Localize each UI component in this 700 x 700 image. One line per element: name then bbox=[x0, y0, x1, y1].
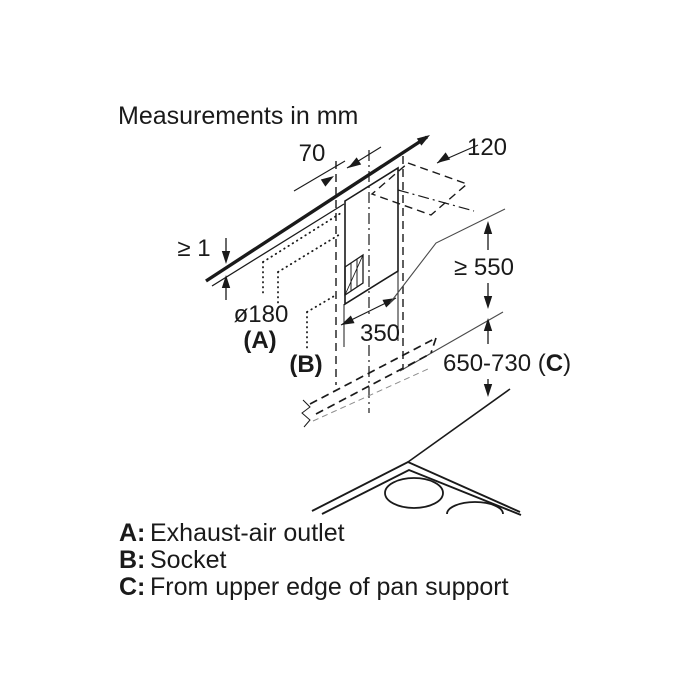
legend-text-b: Socket bbox=[150, 546, 226, 574]
outlet-diameter-label: ø180 bbox=[234, 301, 289, 328]
hood-bottom-extension-line bbox=[399, 311, 504, 372]
dim350-label: 350 bbox=[360, 320, 400, 347]
burner-ellipse bbox=[384, 477, 444, 509]
cooktop bbox=[311, 460, 522, 516]
hood-canopy-dashed bbox=[301, 337, 437, 428]
dimension-70: 70 bbox=[293, 140, 382, 192]
cooktop-inner-edge bbox=[321, 468, 522, 516]
break-symbol bbox=[301, 399, 311, 428]
dim650-arrow-down-icon bbox=[483, 384, 493, 397]
dimension-120: 120 bbox=[434, 134, 507, 167]
duct-housing bbox=[335, 150, 475, 413]
diagram-title: Measurements in mm bbox=[118, 102, 358, 130]
dimension-550: ≥ 550 bbox=[389, 208, 514, 309]
socket-key-label: (B) bbox=[289, 351, 322, 378]
dim550-label: ≥ 550 bbox=[454, 254, 514, 281]
cooktop-outer-edge bbox=[311, 460, 521, 513]
duct-connector-box bbox=[344, 253, 364, 297]
ceiling-cutout-dashed bbox=[370, 162, 469, 216]
exhaust-duct-dotted bbox=[262, 212, 343, 350]
dim550-arrow-up-icon bbox=[483, 221, 493, 234]
gap-label: ≥ 1 bbox=[177, 235, 210, 262]
outlet-key-label: (A) bbox=[243, 327, 276, 354]
dim120-arrow-icon bbox=[434, 152, 451, 167]
pan-support-extension-line bbox=[407, 388, 511, 463]
gap-arrow-down-icon bbox=[221, 251, 231, 264]
dim350-arrow-left-icon bbox=[339, 315, 355, 329]
legend-key-c: C: bbox=[119, 573, 145, 601]
sloped-ceiling bbox=[205, 131, 433, 287]
dim70-label: 70 bbox=[299, 140, 326, 167]
dimension-350: 350 bbox=[339, 294, 400, 347]
legend: A: Exhaust-air outlet B: Socket C: From … bbox=[119, 519, 509, 601]
duct-bottom-extension-line bbox=[389, 208, 506, 304]
dim650-label: 650-730 (C) bbox=[443, 350, 571, 377]
legend-key-a: A: bbox=[119, 519, 145, 547]
cutout-axis-line bbox=[397, 189, 475, 212]
dimension-650-730: 650-730 (C) bbox=[399, 311, 571, 463]
dim70-arrow-icon bbox=[320, 172, 337, 187]
legend-key-b: B: bbox=[119, 546, 145, 574]
dim120-label: 120 bbox=[467, 134, 507, 161]
dim650-arrow-up-icon bbox=[483, 318, 493, 331]
dim70-arrow2-icon bbox=[345, 157, 362, 172]
legend-text-a: Exhaust-air outlet bbox=[150, 519, 345, 547]
ceiling-line bbox=[205, 135, 428, 283]
legend-text-c: From upper edge of pan support bbox=[150, 573, 509, 601]
dim550-arrow-down-icon bbox=[483, 296, 493, 309]
dimension-gap: ≥ 1 bbox=[177, 235, 231, 300]
hood-top-edge-line bbox=[211, 203, 345, 287]
duct-hatch bbox=[344, 166, 399, 306]
gap-arrow-up-icon bbox=[221, 275, 231, 288]
burner-arc bbox=[446, 501, 504, 515]
